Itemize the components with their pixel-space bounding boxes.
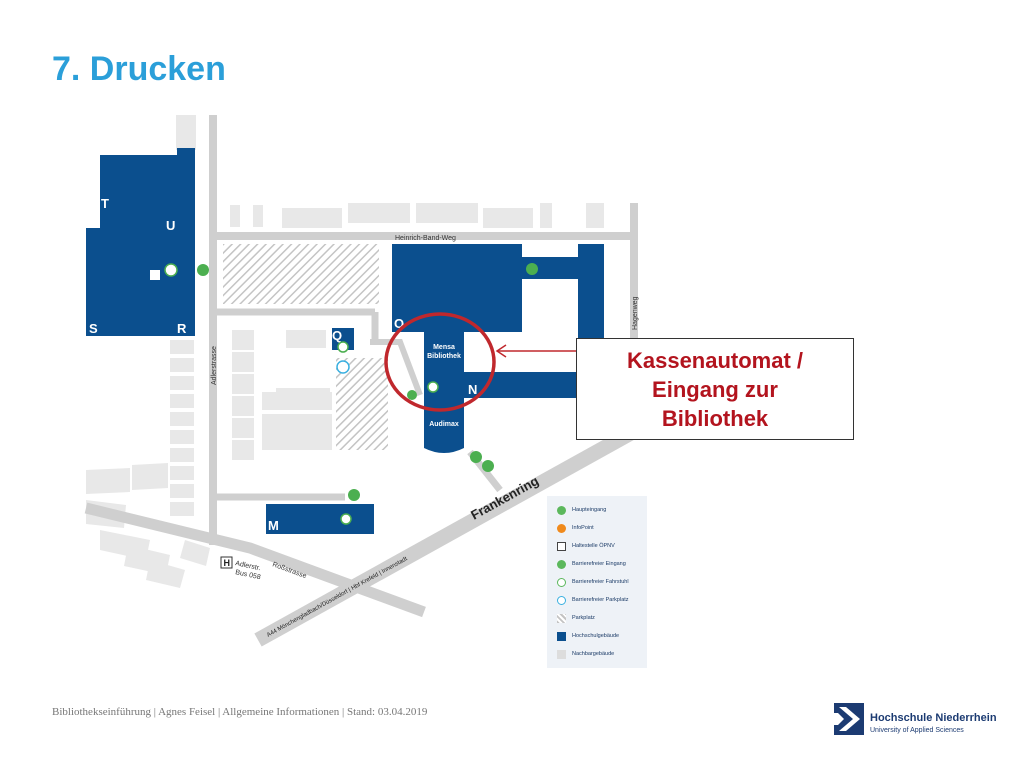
wheelchair-entrance-icon	[526, 263, 538, 275]
main-entrance-icon	[557, 505, 566, 515]
callout-line-2: Eingang zur	[652, 376, 778, 402]
legend-label: Hochschulgebäude	[572, 633, 620, 639]
legend-item: Nachbargebäude	[557, 648, 614, 660]
legend-label: Barrierefreier Eingang	[572, 561, 626, 567]
logo-subtitle: University of Applied Sciences	[870, 727, 964, 734]
university-building-icon	[557, 631, 566, 641]
callout-line-3: Bibliothek	[661, 405, 769, 431]
building-label-t: T	[101, 196, 109, 211]
legend-label: Parkplatz	[572, 615, 595, 621]
legend-item: Barrierefreier Parkplatz	[557, 594, 629, 606]
bus-stop-symbol: H	[224, 558, 231, 568]
wheelchair-entrance-icon	[348, 489, 360, 501]
bibliothek-label: Bibliothek	[427, 353, 461, 360]
map-legend: Haupteingang InfoPoint Haltestelle ÖPNV …	[547, 496, 647, 668]
building-label-u: U	[166, 218, 175, 233]
legend-item: Haltestelle ÖPNV	[557, 540, 615, 552]
legend-item: Barrierefreier Eingang	[557, 558, 626, 570]
building-letters: T U S R O Q N M	[89, 196, 477, 533]
building-label-s: S	[89, 321, 98, 336]
street-adlerstrasse: Adlerstrasse	[211, 346, 218, 385]
wheelchair-elevator-icon	[557, 577, 566, 587]
bus-stop: H Adlerstr. Bus 058	[220, 556, 261, 581]
street-frankenring: Frankenring	[468, 473, 541, 523]
building-label-o: O	[394, 316, 404, 331]
map-symbols	[164, 263, 538, 525]
library-highlight-ring	[384, 312, 496, 412]
university-logo: Hochschule Niederrhein University of App…	[834, 703, 997, 745]
wheelchair-parking-icon	[336, 360, 350, 374]
logo-name: Hochschule Niederrhein	[870, 712, 997, 724]
legend-label: Barrierefreier Parkplatz	[572, 597, 629, 603]
main-entrance-icon	[470, 451, 482, 463]
main-entrance-icon	[407, 390, 417, 400]
building-label-q: Q	[332, 328, 342, 343]
bus-stop-icon	[557, 541, 566, 551]
legend-item: InfoPoint	[557, 522, 594, 534]
building-label-n: N	[468, 382, 477, 397]
neighbor-building-icon	[557, 649, 566, 659]
legend-label: Barrierefreier Fahrstuhl	[572, 579, 629, 585]
legend-item: Haupteingang	[557, 504, 606, 516]
slide-title: 7. Drucken	[52, 50, 226, 88]
legend-label: InfoPoint	[572, 525, 594, 531]
wheelchair-elevator-icon	[164, 263, 178, 277]
wheelchair-entrance-icon	[557, 559, 566, 569]
neighbor-buildings	[86, 115, 604, 588]
legend-label: Nachbargebäude	[572, 651, 615, 657]
callout-line-1: Kassenautomat /	[626, 347, 804, 373]
parking-hatch-icon	[557, 613, 566, 623]
logo-mark-icon	[834, 703, 864, 735]
slide-footer: Bibliothekseinführung | Agnes Feisel | A…	[52, 706, 428, 718]
wheelchair-elevator-icon	[340, 513, 352, 525]
callout-arrow	[495, 344, 576, 358]
wheelchair-elevator-icon	[337, 341, 349, 353]
wheelchair-parking-icon	[557, 595, 566, 605]
legend-item: Parkplatz	[557, 612, 595, 624]
wheelchair-elevator-icon	[427, 381, 439, 393]
legend-item: Barrierefreier Fahrstuhl	[557, 576, 629, 588]
legend-item: Hochschulgebäude	[557, 630, 619, 642]
audimax-label: Audimax	[429, 421, 459, 428]
mensa-label: Mensa	[433, 344, 455, 351]
bus-stop-icon	[220, 556, 233, 569]
street-heinrich-band-weg: Heinrich-Band-Weg	[395, 235, 456, 242]
building-label-m: M	[268, 518, 279, 533]
roads	[84, 115, 644, 647]
university-buildings	[86, 148, 604, 534]
main-entrance-icon	[482, 460, 494, 472]
info-icon	[557, 523, 566, 533]
callout-box: Kassenautomat / Eingang zur Bibliothek	[576, 338, 854, 440]
legend-label: Haltestelle ÖPNV	[572, 543, 615, 549]
street-hagenweg: Hagenweg	[632, 296, 639, 330]
main-entrance-icon	[197, 264, 209, 276]
building-label-r: R	[177, 321, 187, 336]
parking-areas	[223, 244, 388, 450]
legend-label: Haupteingang	[572, 507, 607, 513]
